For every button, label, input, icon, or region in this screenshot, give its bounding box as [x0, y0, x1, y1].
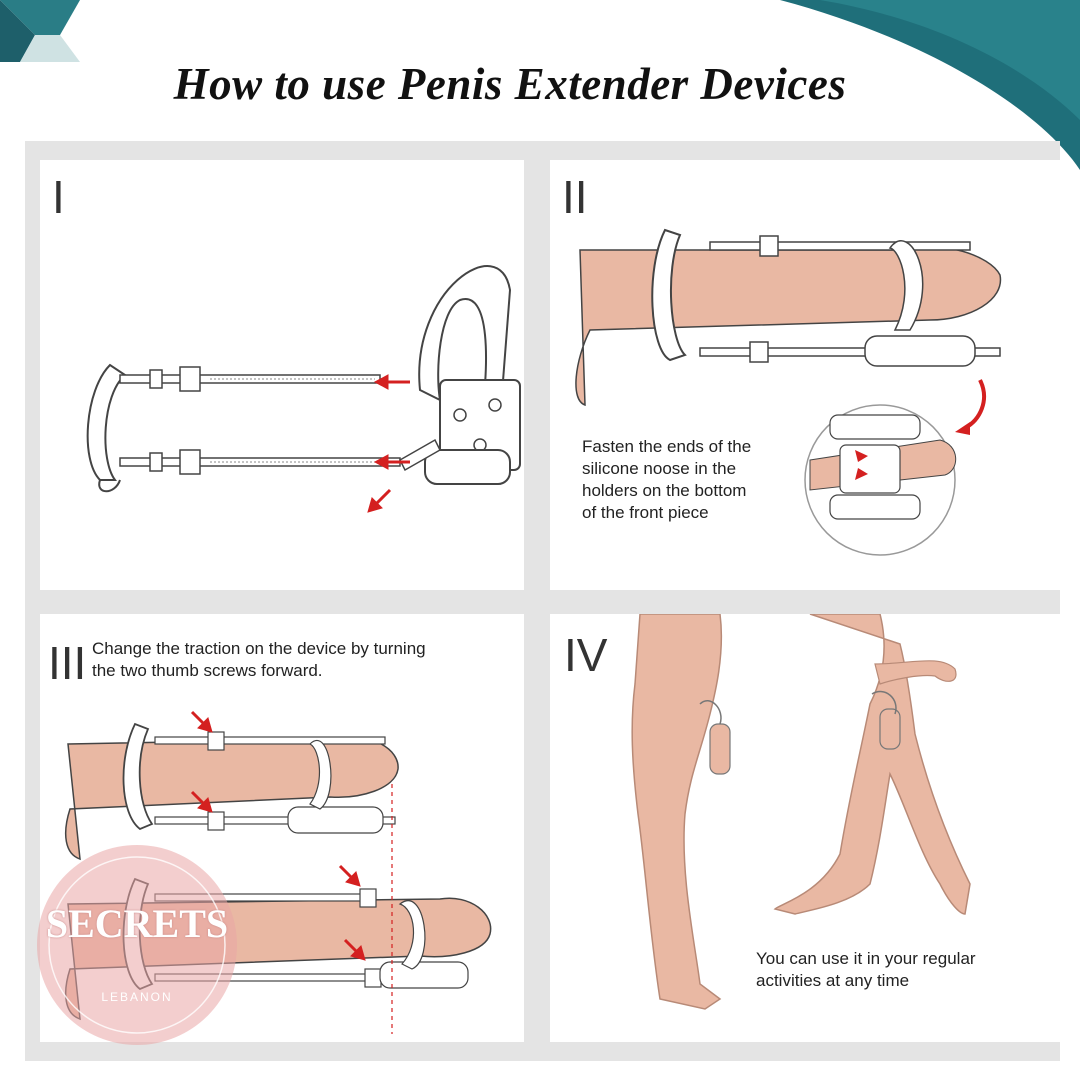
step-numeral-4: IV [564, 629, 608, 681]
page-title: How to use Penis Extender Devices [173, 59, 847, 109]
caption-line: silicone noose in the [582, 459, 737, 478]
device-attached-illustration [575, 228, 1002, 556]
caption-line: You can use it in your regular [756, 949, 976, 968]
traction-adjust-illustration [64, 710, 492, 1034]
watermark-brand: SECRETS [45, 901, 229, 946]
step-panel-3: III Change the traction on the device by… [40, 614, 524, 1042]
step-numeral-3: III [48, 637, 87, 689]
caption-line: holders on the bottom [582, 481, 747, 500]
step-panel-1: I [40, 160, 524, 590]
caption-line: Fasten the ends of the [582, 437, 752, 456]
watermark-logo [37, 845, 237, 1045]
corner-wave-decoration [780, 0, 1080, 170]
walking-figures-illustration [631, 614, 971, 1010]
step-panel-2: II Fasten the ends of the silicone noose… [550, 160, 1064, 590]
step-numeral-1: I [52, 171, 65, 223]
watermark-subtext: LEBANON [101, 990, 173, 1004]
step-panel-4: IV You can use it in your regular activi… [550, 614, 1064, 1042]
step-numeral-2: II [562, 171, 588, 223]
step-2-caption: Fasten the ends of the silicone noose in… [582, 436, 751, 524]
caption-line: Change the traction on the device by tur… [92, 639, 426, 658]
corner-hexagon-decoration [0, 0, 80, 62]
caption-line: the two thumb screws forward. [92, 661, 323, 680]
caption-line: of the front piece [582, 503, 709, 522]
device-parts-illustration [86, 265, 521, 513]
caption-line: activities at any time [756, 971, 910, 990]
step-3-caption: Change the traction on the device by tur… [92, 638, 426, 682]
step-4-caption: You can use it in your regular activitie… [756, 948, 976, 992]
